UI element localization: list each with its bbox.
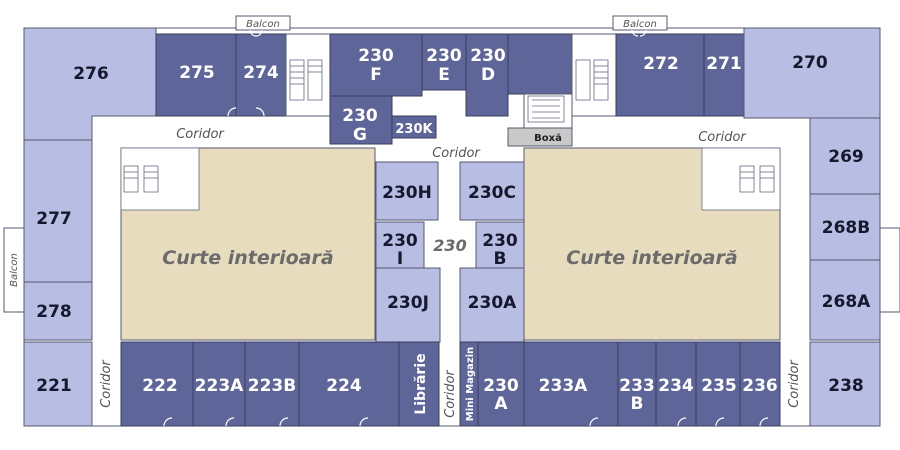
label-230d-2: D [481,65,495,85]
label-277: 277 [36,209,72,229]
room-230-top-right[interactable] [507,33,573,95]
room-277[interactable] [23,139,93,283]
room-230g[interactable] [329,95,393,145]
label-236: 236 [742,376,778,396]
room-275[interactable] [155,33,237,117]
label-223a: 223A [195,376,244,396]
label-234: 234 [658,376,694,396]
label-272: 272 [643,54,679,74]
room-236[interactable] [739,341,781,427]
room-278[interactable] [23,281,93,341]
label-221: 221 [36,376,72,396]
label-274: 274 [243,63,279,83]
room-268a[interactable] [809,259,881,341]
room-270[interactable] [743,27,881,119]
room-223a[interactable] [192,341,246,427]
label-librarie: Librărie [413,353,429,414]
room-boxa[interactable] [507,127,573,147]
room-230a[interactable] [459,267,525,343]
label-224: 224 [326,376,362,396]
label-230b-1: 230 [482,231,518,251]
label-230a-bottom-2: A [494,394,508,414]
room-269[interactable] [809,117,881,195]
room-230c[interactable] [459,161,525,221]
label-230k: 230K [395,122,433,137]
balcon-right [879,227,900,313]
label-corridor-bottom-right: Coridor [787,359,802,408]
room-221[interactable] [23,341,93,427]
room-235[interactable] [695,341,741,427]
label-balcon-left: Balcon [9,253,20,287]
room-230h[interactable] [375,161,439,221]
label-230i-2: I [397,249,403,269]
room-233b[interactable] [617,341,657,427]
room-230i[interactable] [375,221,425,269]
label-230a-bottom-1: 230 [483,376,519,396]
label-230g-1: 230 [342,106,378,126]
label-balcon-top-left: Balcon [246,19,280,30]
label-230e-2: E [438,65,450,85]
label-corridor-top-left: Coridor [176,127,225,142]
door-marks [163,29,769,427]
room-230a-bottom[interactable] [477,341,525,427]
room-272[interactable] [615,33,705,117]
stair-lines [120,59,781,211]
room-230f[interactable] [329,33,423,97]
room-230d[interactable] [465,33,509,117]
label-230g-2: G [353,125,367,145]
room-234[interactable] [655,341,697,427]
room-238[interactable] [809,341,881,427]
room-librarie[interactable] [398,341,440,427]
label-268a: 268A [822,292,871,312]
label-court-left: Curte interioară [162,247,333,269]
label-230f-2: F [370,65,382,85]
label-corridor-bottom-left: Coridor [99,359,114,408]
balcon-top-right [612,15,668,31]
label-235: 235 [701,376,737,396]
label-230a: 230A [468,293,517,313]
room-230b[interactable] [475,221,525,269]
label-230b-2: B [494,249,507,269]
label-corridor-bottom-center: Coridor [443,369,458,418]
label-230f-1: 230 [358,46,394,66]
label-boxa: Boxă [534,133,562,144]
label-230e-1: 230 [426,46,462,66]
label-corridor-top-center: Coridor [432,146,481,161]
room-271[interactable] [703,33,745,117]
label-268b: 268B [822,218,870,238]
room-222[interactable] [120,341,194,427]
label-270: 270 [792,53,828,73]
balcon-top-left [235,15,291,31]
room-274[interactable] [235,33,287,117]
label-230h: 230H [382,183,432,203]
label-276: 276 [73,64,109,84]
label-271: 271 [706,54,742,74]
label-mini-magazin: Mini Magazin [465,347,476,421]
label-230c: 230C [468,183,516,203]
label-230i-1: 230 [382,231,418,251]
label-corridor-top-right: Coridor [698,130,747,145]
label-230-center: 230 [433,236,466,255]
label-269: 269 [828,147,864,167]
label-233b-2: B [631,394,644,414]
label-278: 278 [36,302,72,322]
label-balcon-top-right: Balcon [623,19,657,30]
room-224[interactable] [298,341,400,427]
label-230j: 230J [387,293,429,313]
label-238: 238 [828,376,864,396]
label-230d-1: 230 [470,46,506,66]
room-230k[interactable] [391,115,437,139]
room-230e[interactable] [421,33,467,91]
label-223b: 223B [248,376,296,396]
label-222: 222 [142,376,178,396]
label-court-right: Curte interioară [566,247,737,269]
label-233a: 233A [539,376,588,396]
room-223b[interactable] [244,341,300,427]
label-275: 275 [179,63,215,83]
label-233b-1: 233 [619,376,655,396]
